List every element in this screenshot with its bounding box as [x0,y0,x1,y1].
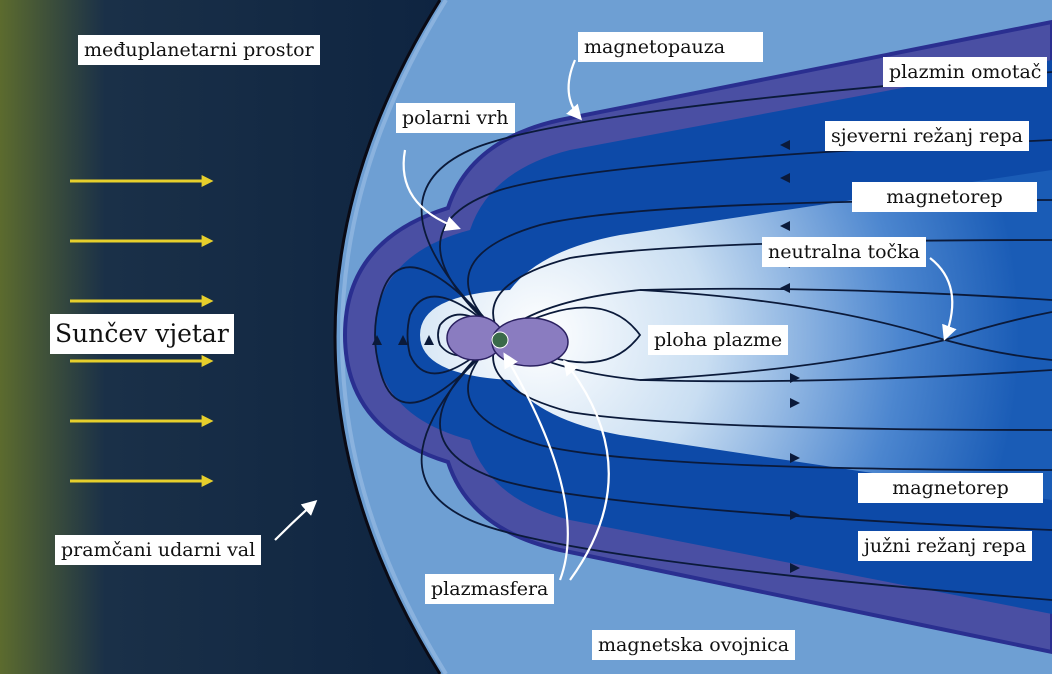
earth [492,332,508,348]
solar-wind-label: Sunčev vjetar [50,314,234,354]
polar-cusp-label: polarni vrh [396,103,515,133]
magnetotail-top-label: magnetorep [852,182,1037,212]
magnetotail-bottom-label: magnetorep [858,473,1043,503]
bow-shock-label: pramčani udarni val [55,535,261,565]
magnetopause-label: magnetopauza [578,32,763,62]
south-lobe-label: južni režanj repa [858,531,1032,561]
plasma-sheet-label: ploha plazme [648,325,788,355]
interplanetary-space-label: međuplanetarni prostor [78,35,320,65]
plasma-mantle-label: plazmin omotač [883,57,1047,87]
north-lobe-label: sjeverni režanj repa [825,121,1029,151]
magnetosheath-label: magnetska ovojnica [592,630,795,660]
neutral-point-label: neutralna točka [762,237,926,267]
plasmasphere-label: plazmasfera [425,574,554,604]
